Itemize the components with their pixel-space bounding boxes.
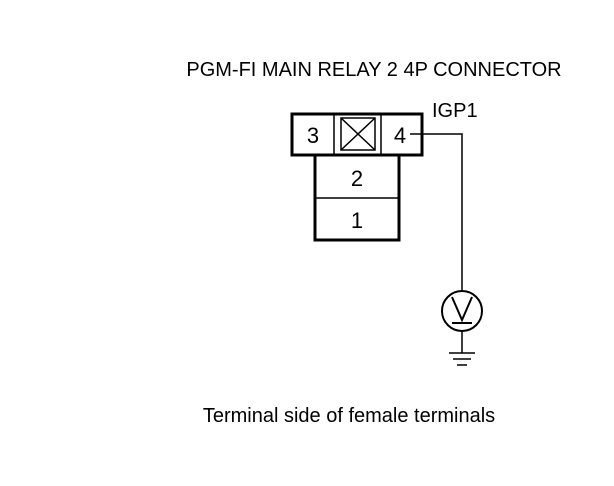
probe-wire bbox=[410, 133, 463, 290]
voltmeter-icon bbox=[441, 290, 483, 332]
ground-icon bbox=[449, 352, 475, 366]
diagram-caption: Terminal side of female terminals bbox=[203, 405, 495, 427]
diagram-title: PGM-FI MAIN RELAY 2 4P CONNECTOR bbox=[186, 59, 561, 81]
terminal-3: 3 bbox=[307, 123, 319, 148]
terminal-1: 1 bbox=[351, 208, 363, 233]
wire-label-igp1: IGP1 bbox=[432, 100, 478, 122]
blank-cavity-icon bbox=[340, 117, 376, 151]
terminal-4: 4 bbox=[394, 123, 406, 148]
terminal-2: 2 bbox=[351, 166, 363, 191]
connector-dividers bbox=[315, 114, 399, 199]
